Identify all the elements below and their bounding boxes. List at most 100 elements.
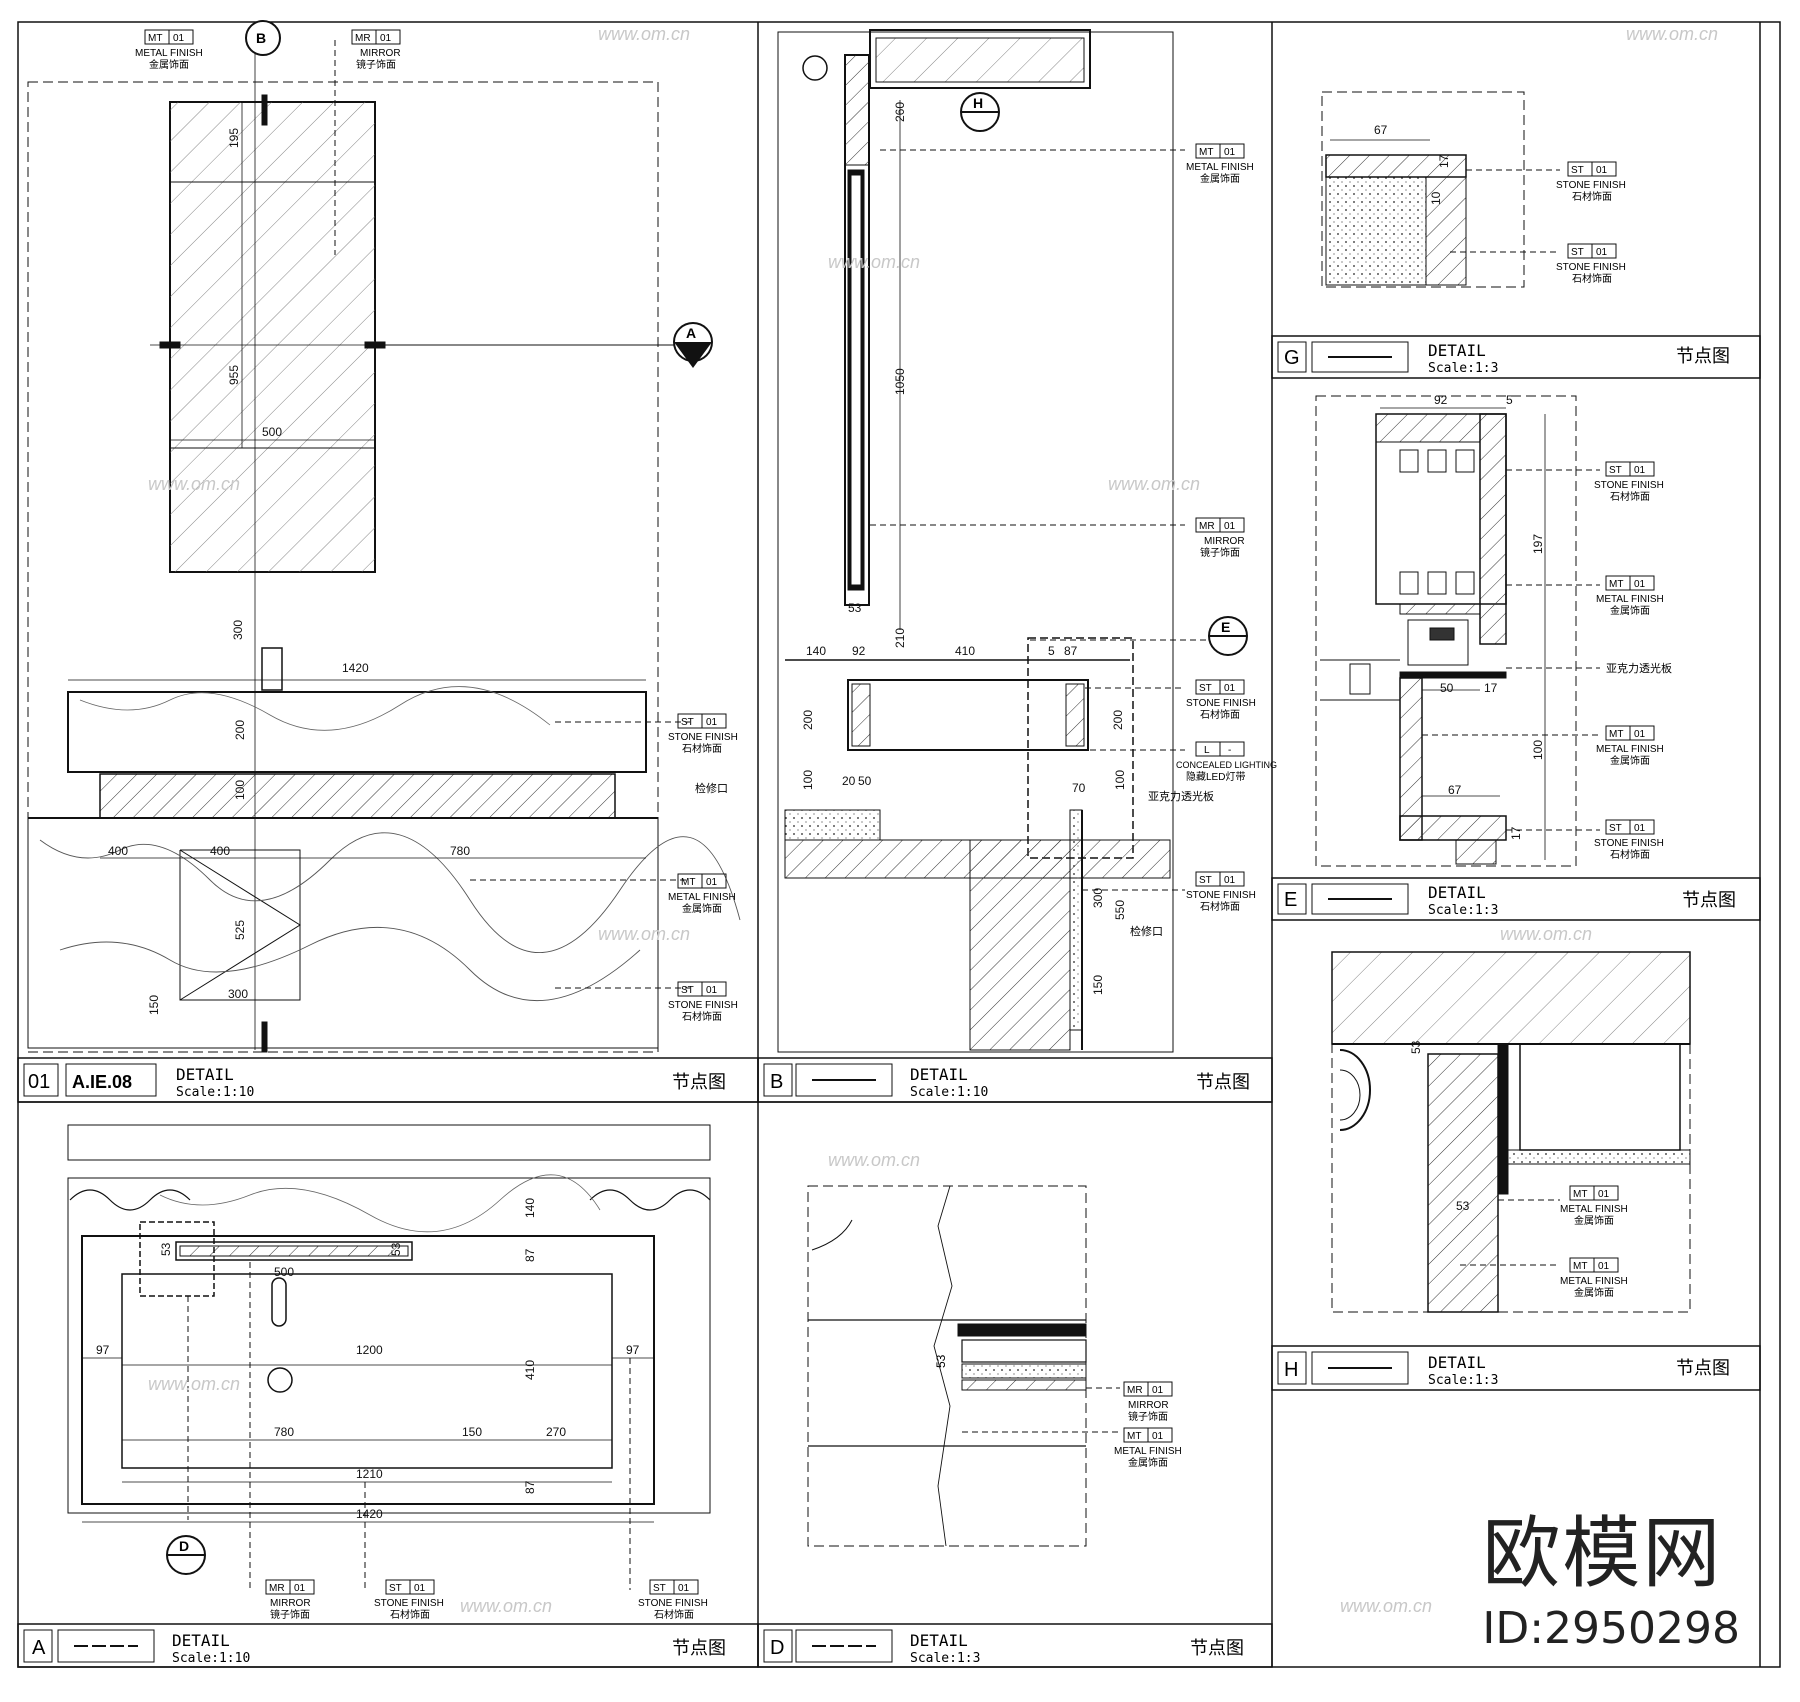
svg-text:53: 53 — [848, 601, 862, 615]
svg-text:STONE FINISH: STONE FINISH — [668, 732, 738, 743]
dim-100: 100 — [233, 780, 247, 800]
svg-text:MT: MT — [1609, 729, 1623, 740]
svg-text:镜子饰面: 镜子饰面 — [1200, 546, 1240, 559]
panel-title-e: DETAIL — [1428, 883, 1486, 902]
svg-text:01: 01 — [678, 1583, 690, 1594]
svg-text:STONE FINISH: STONE FINISH — [1556, 262, 1626, 273]
svg-text:STONE FINISH: STONE FINISH — [638, 1598, 708, 1609]
panel-title-b: DETAIL — [910, 1065, 968, 1084]
svg-text:410: 410 — [955, 644, 975, 658]
panel-g-drawing — [1321, 91, 1560, 288]
dim-955: 955 — [227, 365, 241, 385]
svg-text:金属饰面: 金属饰面 — [1574, 1214, 1614, 1227]
panel-scale-e: Scale:1:3 — [1428, 903, 1498, 918]
dim-d-53: 53 — [934, 1354, 948, 1368]
panel-cn-h: 节点图 — [1676, 1358, 1730, 1378]
svg-text:53: 53 — [1409, 1040, 1423, 1054]
svg-text:10: 10 — [1429, 191, 1443, 205]
panel-a-dim-labels: 140 87 53 53 500 97 1200 97 410 780 150 … — [96, 1198, 640, 1521]
svg-text:B: B — [256, 30, 266, 46]
svg-text:01: 01 — [1596, 247, 1608, 258]
svg-text:200: 200 — [1111, 710, 1125, 730]
svg-text:A: A — [686, 325, 696, 341]
svg-text:01: 01 — [1598, 1189, 1610, 1200]
svg-text:石材饰面: 石材饰面 — [1572, 272, 1612, 285]
panel-code-a: A — [32, 1637, 46, 1659]
svg-text:D: D — [179, 1538, 189, 1554]
panel-title-a: DETAIL — [172, 1631, 230, 1650]
svg-text:01: 01 — [706, 717, 718, 728]
svg-text:53: 53 — [1456, 1199, 1470, 1213]
svg-text:STONE FINISH: STONE FINISH — [668, 1000, 738, 1011]
svg-text:01: 01 — [1634, 579, 1646, 590]
panel-code-g: G — [1284, 347, 1300, 369]
svg-text:METAL FINISH: METAL FINISH — [668, 892, 736, 903]
title-block-a: A DETAIL Scale:1:10 节点图 — [17, 1623, 759, 1668]
panel-01-drawing — [27, 40, 741, 1053]
title-block-b: B DETAIL Scale:1:10 节点图 — [757, 1057, 1273, 1103]
svg-text:MIRROR: MIRROR — [1204, 536, 1245, 547]
svg-text:53: 53 — [159, 1242, 173, 1256]
panel-scale-a: Scale:1:10 — [172, 1651, 250, 1666]
svg-text:01: 01 — [1224, 521, 1236, 532]
svg-text:97: 97 — [626, 1343, 640, 1357]
svg-text:87: 87 — [523, 1248, 537, 1262]
svg-text:17: 17 — [1437, 154, 1451, 168]
panel-title-g: DETAIL — [1428, 341, 1486, 360]
svg-text:ST: ST — [1199, 683, 1212, 694]
panel-b-dim-labels: 260 1050 53 210 140 92 410 5 87 200 200 … — [801, 102, 1127, 995]
svg-text:隐藏LED灯带: 隐藏LED灯带 — [1186, 771, 1245, 783]
svg-text:www.om.cn: www.om.cn — [148, 474, 240, 494]
svg-text:www.om.cn: www.om.cn — [1340, 1596, 1432, 1616]
svg-text:200: 200 — [801, 710, 815, 730]
dim-200: 200 — [233, 720, 247, 740]
svg-text:500: 500 — [274, 1265, 294, 1279]
svg-text:70: 70 — [1072, 781, 1086, 795]
svg-text:97: 97 — [96, 1343, 110, 1357]
panel-code-e: E — [1284, 889, 1297, 911]
panel-h-drawing — [1331, 951, 1691, 1313]
panel-e-drawing — [1315, 395, 1600, 867]
svg-text:石材饰面: 石材饰面 — [682, 1010, 722, 1023]
svg-text:270: 270 — [546, 1425, 566, 1439]
panel-e-dim-labels: 92 5 197 50 17 100 67 17 — [1434, 393, 1545, 840]
svg-text:140: 140 — [523, 1198, 537, 1218]
svg-text:STONE FINISH: STONE FINISH — [1186, 698, 1256, 709]
svg-text:MIRROR: MIRROR — [360, 48, 401, 59]
title-block-01: 01 A.IE.08 DETAIL Scale:1:10 节点图 — [17, 1057, 759, 1103]
svg-text:STONE FINISH: STONE FINISH — [1594, 480, 1664, 491]
svg-text:CONCEALED LIGHTING: CONCEALED LIGHTING — [1176, 760, 1277, 770]
svg-text:MT: MT — [1573, 1261, 1587, 1272]
dim-500: 500 — [262, 425, 282, 439]
svg-text:5: 5 — [1506, 393, 1513, 407]
title-block-h: H DETAIL Scale:1:3 节点图 — [1271, 1345, 1761, 1391]
svg-text:100: 100 — [1531, 740, 1545, 760]
svg-text:ST: ST — [681, 985, 694, 996]
svg-text:www.om.cn: www.om.cn — [828, 1150, 920, 1170]
panel-cn-d: 节点图 — [1190, 1638, 1244, 1658]
note-acrylic-b: 亚克力透光板 — [1148, 789, 1214, 803]
svg-text:01: 01 — [1634, 823, 1646, 834]
brand-logo-text: 欧模网 — [1482, 1509, 1723, 1599]
svg-text:100: 100 — [801, 770, 815, 790]
svg-text:www.om.cn: www.om.cn — [598, 24, 690, 44]
svg-text:MR: MR — [355, 33, 371, 44]
panel-h-dim-labels: 53 53 — [1409, 1040, 1470, 1213]
dim-150: 150 — [147, 995, 161, 1015]
svg-text:MT: MT — [1199, 147, 1213, 158]
svg-text:197: 197 — [1531, 534, 1545, 554]
svg-text:01: 01 — [380, 33, 392, 44]
svg-text:MT: MT — [148, 33, 162, 44]
svg-text:01: 01 — [706, 985, 718, 996]
